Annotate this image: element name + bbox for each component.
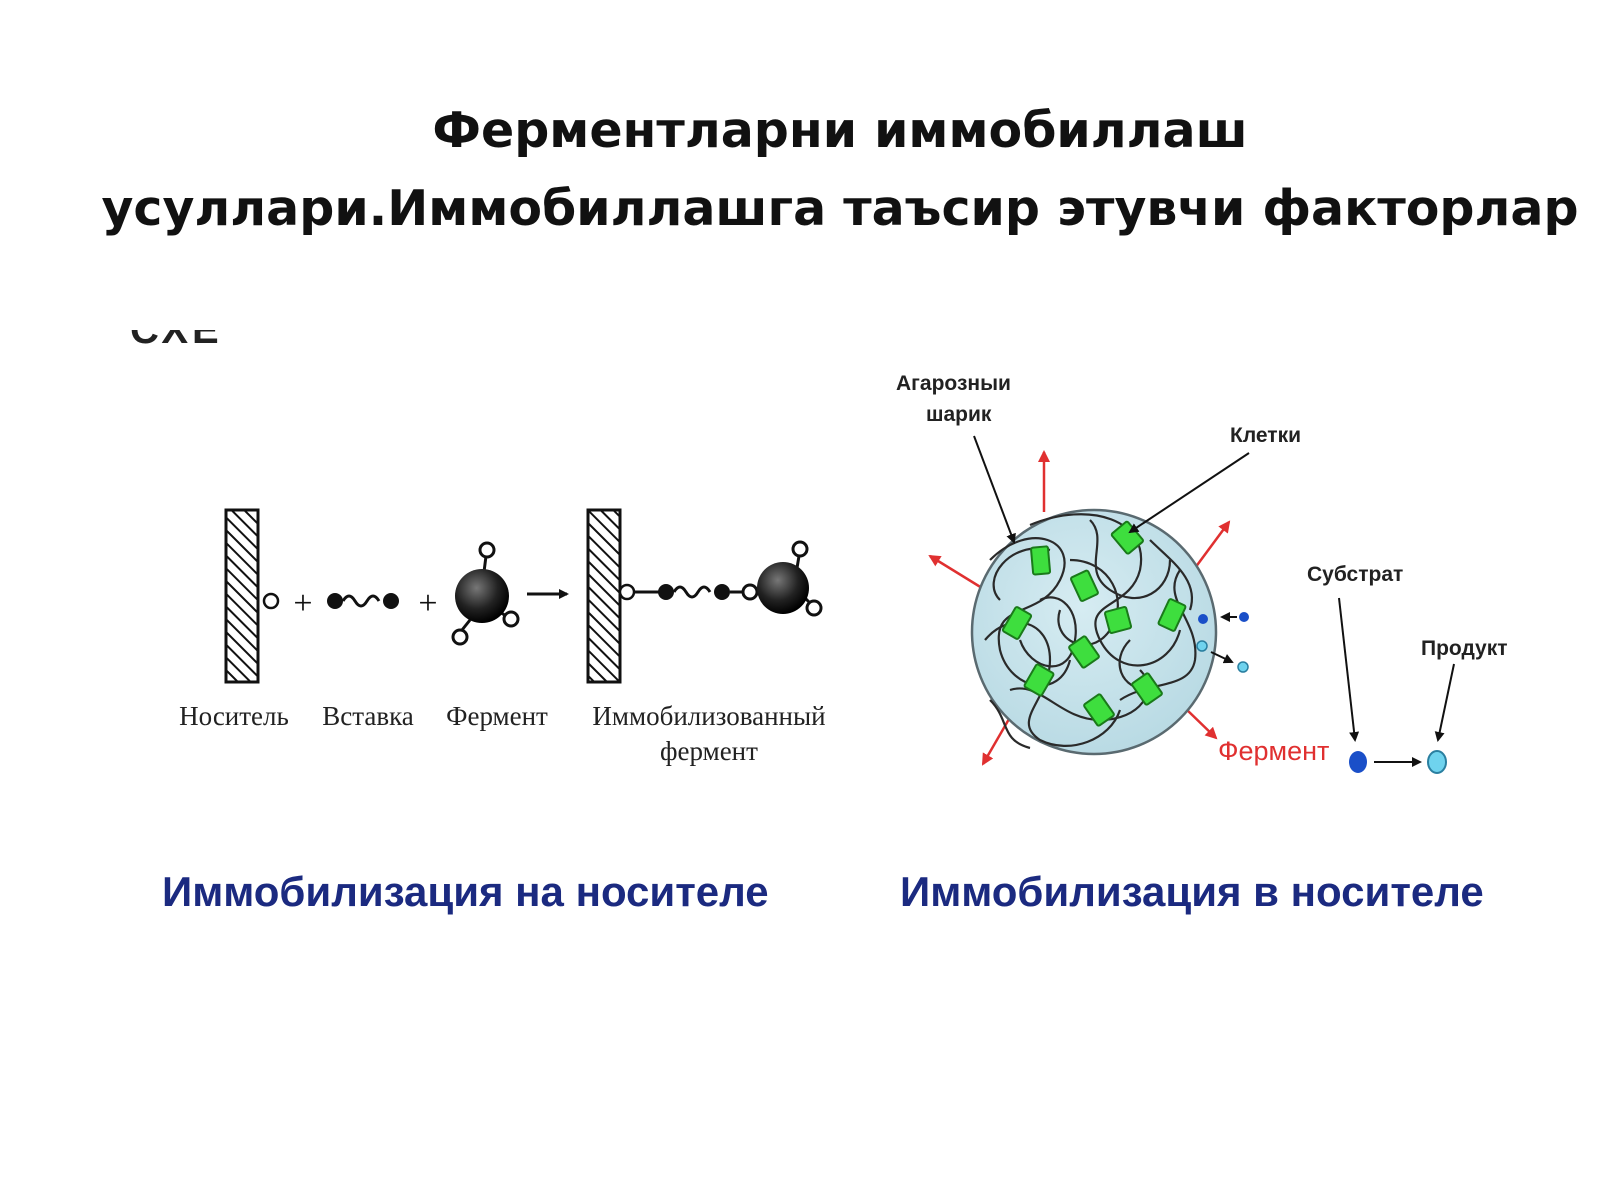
title-line-2: усуллари.Иммобиллашга таъсир этувчи факт… (101, 180, 1579, 237)
label-substrate: Субстрат (1307, 563, 1403, 586)
cell (1070, 569, 1099, 602)
bead-exchange (1196, 612, 1249, 673)
substrate-pointer (1338, 597, 1360, 742)
label-enzyme: Фермент (446, 701, 548, 731)
right-diagram: Агарозныи шарик Клетки Субстрат Продукт … (896, 372, 1508, 774)
plus-sign-1: + (293, 585, 312, 622)
cells-pointer (1128, 452, 1250, 534)
carrier-group (262, 592, 280, 610)
cell (1001, 606, 1033, 640)
label-enzyme-red: Фермент (1218, 736, 1329, 766)
slide-title: Ферментларни иммобиллаш усуллари.Иммобил… (100, 92, 1580, 248)
cell (1030, 545, 1052, 576)
cropped-heading-fragment: СХЕ (130, 330, 223, 352)
caption-in-carrier: Иммобилизация в носителе (900, 868, 1484, 915)
bead-pointer (973, 435, 1016, 544)
substrate-molecule (1349, 751, 1367, 773)
cell (1068, 635, 1100, 669)
caption-on-carrier: Иммобилизация на носителе (162, 868, 769, 915)
cell (1023, 663, 1055, 697)
insert-linker (327, 593, 399, 609)
label-agarose-bead-2: шарик (926, 403, 992, 426)
label-product: Продукт (1421, 637, 1508, 660)
label-carrier: Носитель (179, 701, 289, 731)
carrier-block (224, 508, 260, 684)
cells (1001, 520, 1187, 727)
cell (1103, 605, 1133, 635)
label-immobilized-2: фермент (660, 736, 758, 766)
plus-sign-2: + (418, 585, 437, 622)
label-immobilized-1: Иммобилизованный (592, 701, 825, 731)
label-agarose-bead-1: Агарозныи (896, 372, 1011, 395)
cell (1083, 693, 1115, 727)
product-pointer (1434, 663, 1455, 742)
polymer-mesh (984, 513, 1197, 750)
label-cells: Клетки (1230, 424, 1301, 447)
immobilized-enzyme (586, 508, 823, 684)
cell (1131, 672, 1163, 706)
left-diagram: + + (179, 508, 826, 766)
product-molecule (1427, 750, 1447, 774)
cell (1157, 598, 1187, 632)
label-insert: Вставка (322, 701, 414, 731)
enzyme-molecule (451, 541, 520, 646)
title-line-1: Ферментларни иммобиллаш (432, 102, 1248, 159)
